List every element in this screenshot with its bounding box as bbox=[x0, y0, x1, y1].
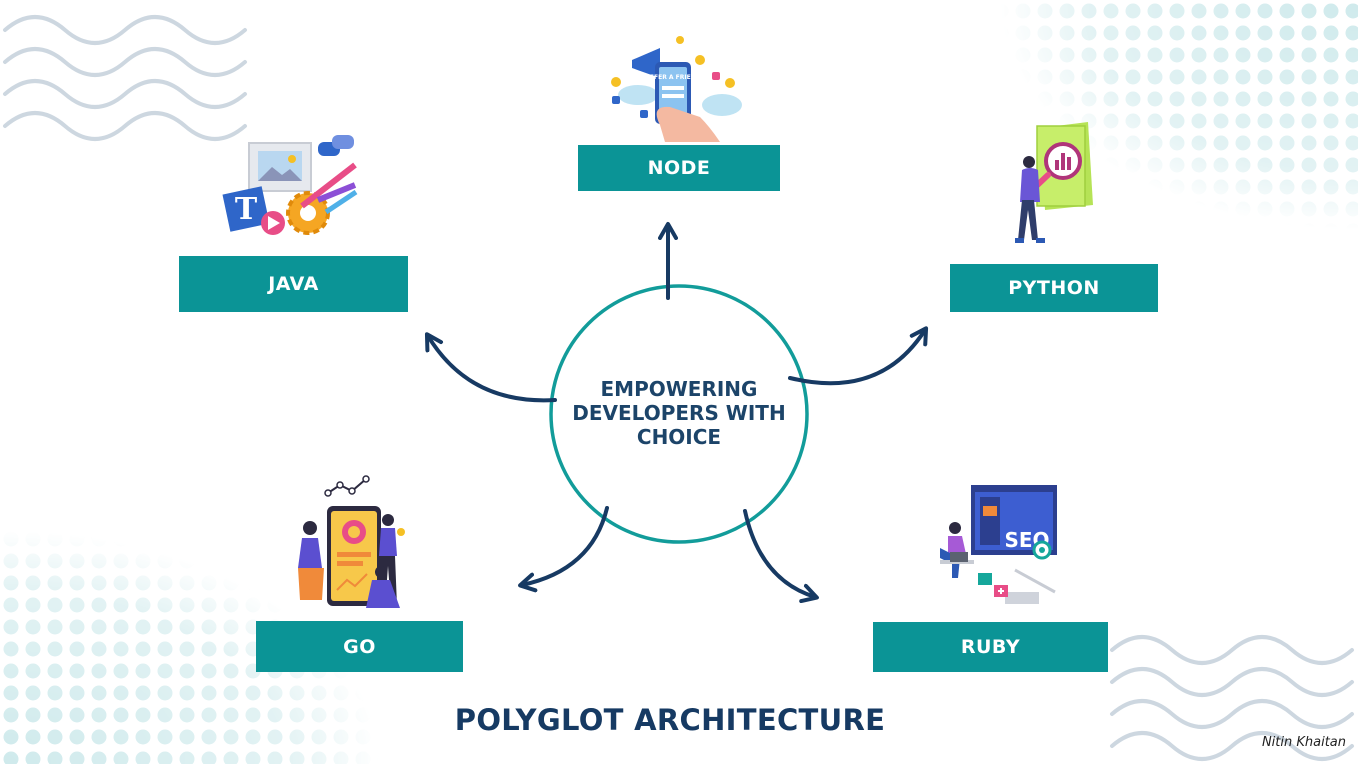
center-text: EMPOWERING DEVELOPERS WITH CHOICE bbox=[560, 377, 798, 449]
diagram-title: POLYGLOT ARCHITECTURE bbox=[454, 703, 886, 737]
language-label-node: NODE bbox=[647, 157, 711, 179]
language-label-python: PYTHON bbox=[1008, 277, 1100, 299]
center-text-line: CHOICE bbox=[636, 425, 722, 449]
language-box-ruby: RUBY bbox=[873, 622, 1108, 672]
center-circle bbox=[549, 284, 809, 544]
language-label-java: JAVA bbox=[268, 273, 319, 295]
seo-dashboard-icon: SEO bbox=[940, 485, 1057, 604]
language-box-node: NODE bbox=[578, 145, 780, 191]
refer-a-friend-label: REFER A FRIEND bbox=[645, 74, 700, 81]
arrow-to-ruby bbox=[743, 509, 819, 604]
team-mobile-app-icon bbox=[298, 475, 405, 608]
language-box-go: GO bbox=[256, 621, 463, 672]
wave-pattern-bottom-right bbox=[1110, 635, 1354, 761]
language-label-ruby: RUBY bbox=[960, 636, 1021, 658]
analytics-report-icon bbox=[1015, 122, 1093, 243]
design-tools-icon: T bbox=[222, 135, 358, 235]
language-box-java: JAVA bbox=[179, 256, 408, 312]
wave-pattern-top-left bbox=[3, 15, 247, 141]
center-text-line: DEVELOPERS WITH bbox=[572, 401, 786, 425]
language-box-python: PYTHON bbox=[950, 264, 1158, 312]
language-label-go: GO bbox=[343, 635, 376, 658]
author-credit: Nitin Khaitan bbox=[1261, 735, 1346, 750]
arrow-to-go bbox=[518, 506, 609, 593]
arrow-to-python bbox=[788, 326, 929, 386]
arrow-to-java bbox=[424, 332, 557, 403]
center-text-line: EMPOWERING bbox=[600, 377, 758, 401]
phone-refer-a-friend-icon: REFER A FRIEND bbox=[611, 36, 742, 142]
svg-text:T: T bbox=[235, 192, 258, 227]
